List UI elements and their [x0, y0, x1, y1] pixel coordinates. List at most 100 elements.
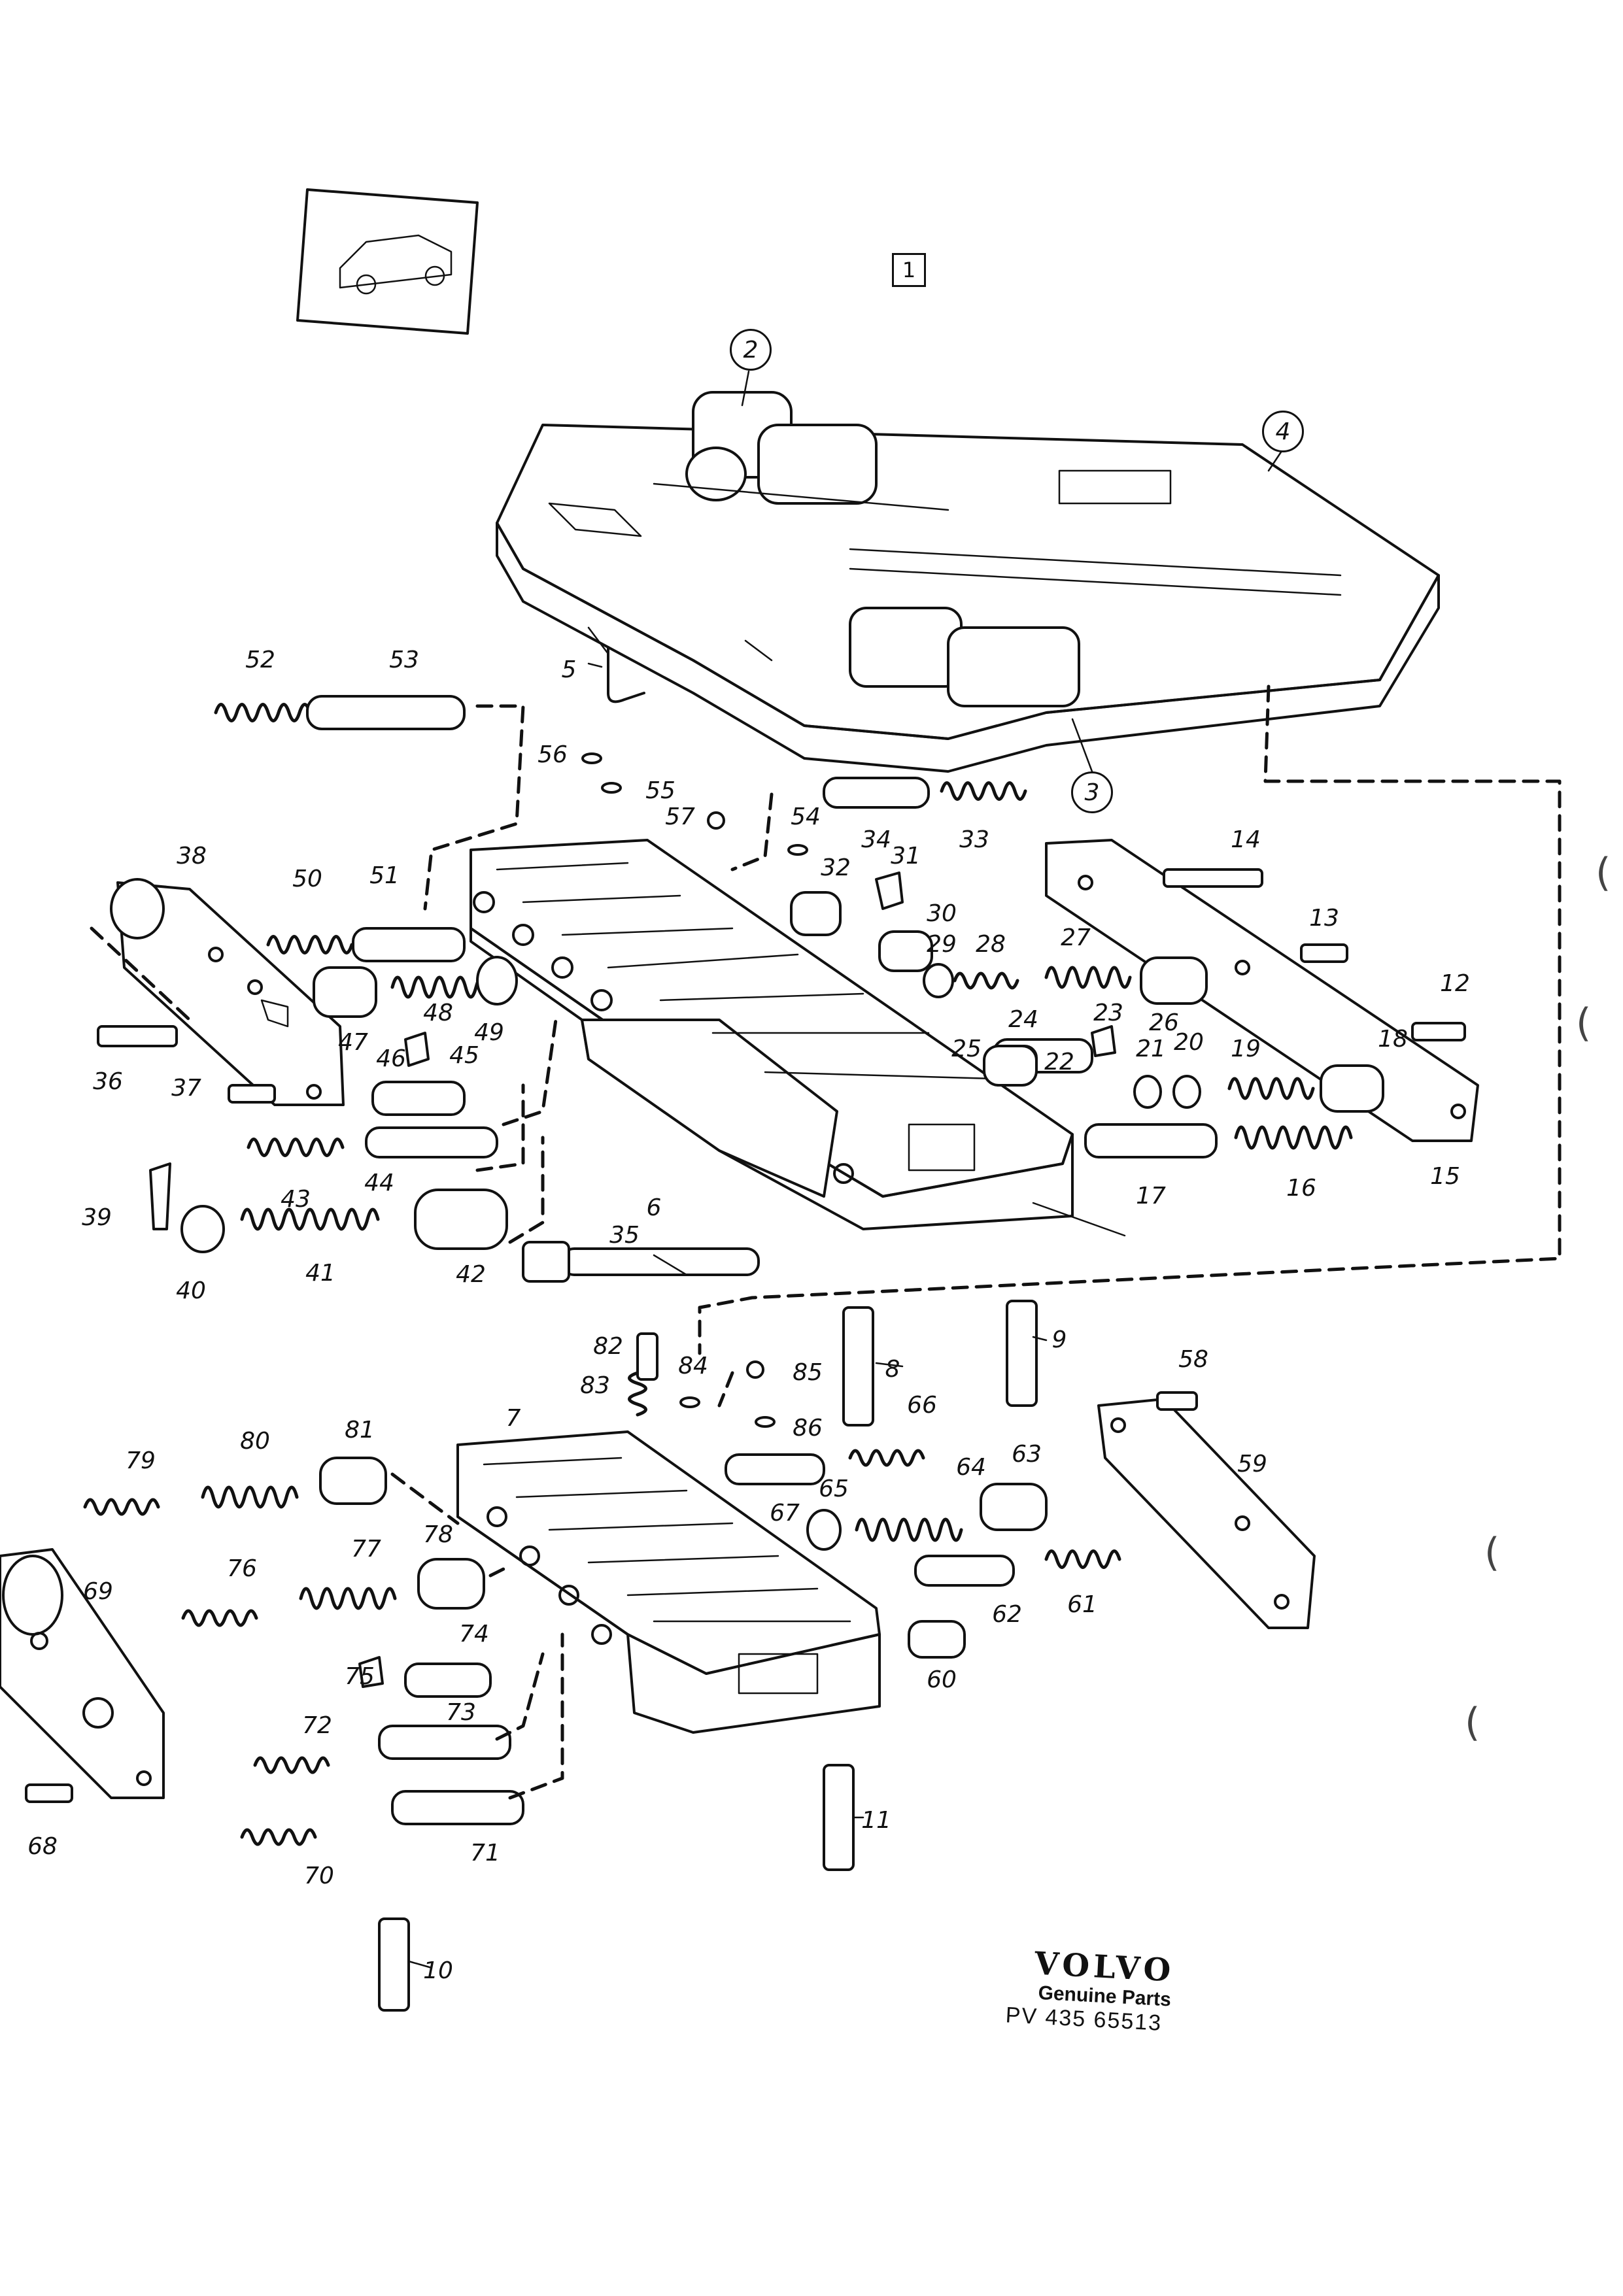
part-callout-31: 31 — [891, 843, 921, 869]
part-callout-6: 6 — [646, 1194, 662, 1221]
bolts — [25, 868, 1466, 2012]
part-callout-40: 40 — [176, 1277, 206, 1304]
part-callout-48: 48 — [423, 1000, 453, 1026]
part-callout-68: 68 — [27, 1833, 58, 1860]
assembly-callout-3: 3 — [1071, 771, 1113, 813]
part-callout-18: 18 — [1378, 1026, 1408, 1053]
upper-valve-body-assembly — [496, 391, 1440, 773]
part-callout-14: 14 — [1231, 826, 1261, 853]
part-callout-45: 45 — [449, 1042, 479, 1069]
part-callout-47: 47 — [338, 1029, 368, 1056]
part-callout-54: 54 — [791, 803, 821, 830]
valves — [180, 695, 1384, 1825]
part-callout-17: 17 — [1136, 1183, 1166, 1209]
part-callout-52: 52 — [245, 647, 275, 673]
part-callout-63: 63 — [1012, 1441, 1042, 1468]
part-callout-85: 85 — [793, 1359, 823, 1386]
scan-edge-mark: ( — [1596, 850, 1611, 896]
part-callout-59: 59 — [1237, 1451, 1267, 1477]
part-callout-77: 77 — [351, 1536, 381, 1562]
part-callout-65: 65 — [819, 1476, 849, 1502]
part-callout-11: 11 — [861, 1807, 891, 1834]
part-callout-55: 55 — [645, 777, 675, 804]
leader-lines — [407, 662, 1126, 1969]
part-callout-15: 15 — [1430, 1163, 1460, 1190]
part-callout-41: 41 — [305, 1260, 335, 1287]
clips — [149, 752, 1116, 1688]
part-callout-71: 71 — [470, 1840, 500, 1866]
part-callout-51: 51 — [369, 862, 400, 889]
scan-edge-mark: ( — [1484, 1530, 1500, 1576]
part-callout-46: 46 — [376, 1045, 406, 1072]
part-callout-22: 22 — [1044, 1049, 1074, 1075]
part-callout-5: 5 — [561, 656, 577, 683]
part-callout-53: 53 — [389, 647, 419, 673]
part-callout-12: 12 — [1440, 970, 1470, 997]
part-callout-67: 67 — [770, 1500, 800, 1527]
part-callout-78: 78 — [423, 1521, 453, 1548]
part-callout-79: 79 — [126, 1447, 156, 1474]
part-callout-69: 69 — [83, 1578, 113, 1605]
assembly-callout-2: 2 — [730, 329, 772, 371]
part-callout-8: 8 — [885, 1356, 900, 1383]
part-callout-39: 39 — [82, 1204, 112, 1231]
part-callout-73: 73 — [446, 1699, 476, 1726]
part-callout-70: 70 — [304, 1863, 334, 1889]
part-callout-81: 81 — [345, 1417, 375, 1443]
part-callout-16: 16 — [1286, 1175, 1316, 1202]
car-sedan-icon — [296, 188, 479, 335]
part-callout-82: 82 — [593, 1333, 623, 1360]
part-callout-44: 44 — [364, 1170, 394, 1196]
assembly-lines — [90, 704, 774, 1800]
scan-edge-mark: ( — [1576, 1000, 1592, 1046]
cover-plate-38 — [110, 878, 345, 1106]
part-callout-34: 34 — [861, 826, 891, 853]
part-callout-27: 27 — [1061, 924, 1091, 951]
figure-box-label: 1 — [892, 253, 926, 287]
part-callout-76: 76 — [227, 1555, 257, 1582]
part-callout-86: 86 — [793, 1415, 823, 1442]
brand-block: VOLVO Genuine Parts PV 435 65513 — [1005, 1944, 1176, 2036]
part-callout-9: 9 — [1051, 1326, 1067, 1353]
part-callout-25: 25 — [951, 1036, 982, 1062]
part-callout-37: 37 — [171, 1075, 201, 1102]
scan-edge-mark: ( — [1465, 1700, 1480, 1746]
part-callout-62: 62 — [992, 1601, 1022, 1628]
part-callout-75: 75 — [345, 1663, 375, 1690]
part-callout-20: 20 — [1174, 1029, 1204, 1056]
part-callout-43: 43 — [281, 1186, 311, 1213]
part-callout-66: 66 — [907, 1392, 937, 1419]
part-callout-7: 7 — [505, 1405, 521, 1432]
part-callout-56: 56 — [538, 741, 568, 768]
part-callout-60: 60 — [927, 1666, 957, 1693]
middle-valve-body — [470, 839, 1074, 1230]
part-callout-21: 21 — [1136, 1036, 1166, 1062]
assembly-callout-4: 4 — [1262, 411, 1304, 452]
part-callout-19: 19 — [1231, 1036, 1261, 1062]
part-callout-80: 80 — [240, 1428, 270, 1455]
part-callout-57: 57 — [665, 803, 695, 830]
part-callout-23: 23 — [1093, 1000, 1123, 1026]
part-callout-49: 49 — [474, 1019, 504, 1046]
lower-valve-body — [456, 1430, 881, 1734]
part-callout-30: 30 — [927, 900, 957, 927]
part-callout-35: 35 — [609, 1222, 640, 1249]
part-callout-13: 13 — [1309, 905, 1339, 932]
part-callout-42: 42 — [456, 1261, 486, 1288]
part-callout-32: 32 — [821, 854, 851, 881]
cover-plate-59 — [1097, 1398, 1316, 1629]
part-callout-36: 36 — [93, 1068, 123, 1095]
part-callout-83: 83 — [580, 1372, 610, 1399]
part-callout-61: 61 — [1067, 1591, 1097, 1618]
part-callout-50: 50 — [292, 866, 322, 892]
part-callout-72: 72 — [302, 1712, 332, 1739]
part-callout-24: 24 — [1008, 1006, 1038, 1033]
part-callout-64: 64 — [956, 1454, 986, 1481]
part-callout-26: 26 — [1149, 1009, 1179, 1036]
part-callout-10: 10 — [423, 1957, 453, 1984]
part-callout-58: 58 — [1178, 1346, 1208, 1373]
part-callout-38: 38 — [177, 843, 207, 869]
part-callout-29: 29 — [927, 931, 957, 958]
part-callout-33: 33 — [959, 826, 989, 853]
